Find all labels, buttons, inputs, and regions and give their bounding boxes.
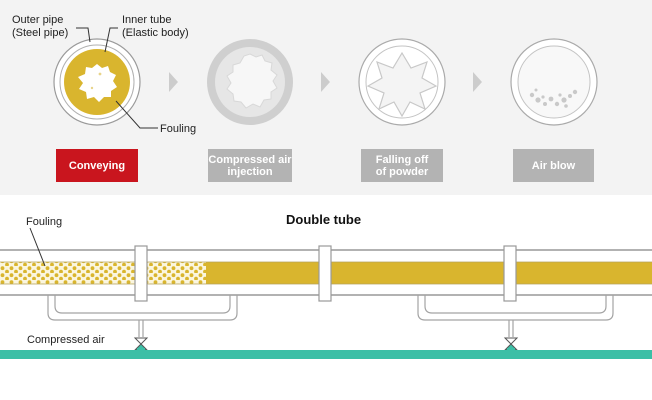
fouling-leader-line (29, 227, 46, 267)
outer-pipe-label-line1: Outer pipe (12, 14, 64, 26)
inner-tube-label-line1: Inner tube (122, 14, 172, 26)
compressed-air-label: Compressed air (27, 334, 105, 346)
outer-pipe-label: Outer pipe (Steel pipe) (12, 14, 68, 40)
next-arrow-icon (169, 72, 178, 92)
fouling-label-cross-section: Fouling (160, 123, 197, 135)
inner-tube-label-line2: (Elastic body) (122, 27, 189, 39)
step-falling-off-of-powder[interactable]: Falling off of powder (361, 149, 443, 182)
next-arrow-icon (473, 72, 482, 92)
step-air-injection-label-line2: injection (227, 165, 273, 178)
cross-section-air-blow (510, 38, 598, 126)
air-branch-lines (47, 295, 614, 337)
cross-section-falling-off (358, 38, 446, 126)
compressed-air-header (0, 350, 652, 359)
step-air-injection-label-line1: Compressed air (208, 153, 292, 166)
double-tube-title: Double tube (286, 212, 362, 227)
next-arrow-icon (321, 72, 330, 92)
cross-section-conveying (53, 38, 141, 126)
pipe-flanges (134, 245, 517, 302)
inner-tube-label: Inner tube (Elastic body) (122, 14, 189, 40)
step-falling-off-label-line2: of powder (375, 165, 429, 178)
cross-section-air-injection (207, 39, 293, 125)
step-falling-off-label-line1: Falling off (375, 153, 429, 166)
step-air-blow-label: Air blow (531, 159, 576, 172)
fouling-label-long-section: Fouling (26, 216, 63, 228)
step-compressed-air-injection[interactable]: Compressed air injection (208, 149, 292, 182)
outer-pipe-label-line2: (Steel pipe) (12, 27, 69, 39)
step-air-blow[interactable]: Air blow (513, 149, 594, 182)
leader-lines (76, 27, 158, 129)
step-conveying-label: Conveying (68, 159, 126, 172)
step-conveying[interactable]: Conveying (56, 149, 138, 182)
